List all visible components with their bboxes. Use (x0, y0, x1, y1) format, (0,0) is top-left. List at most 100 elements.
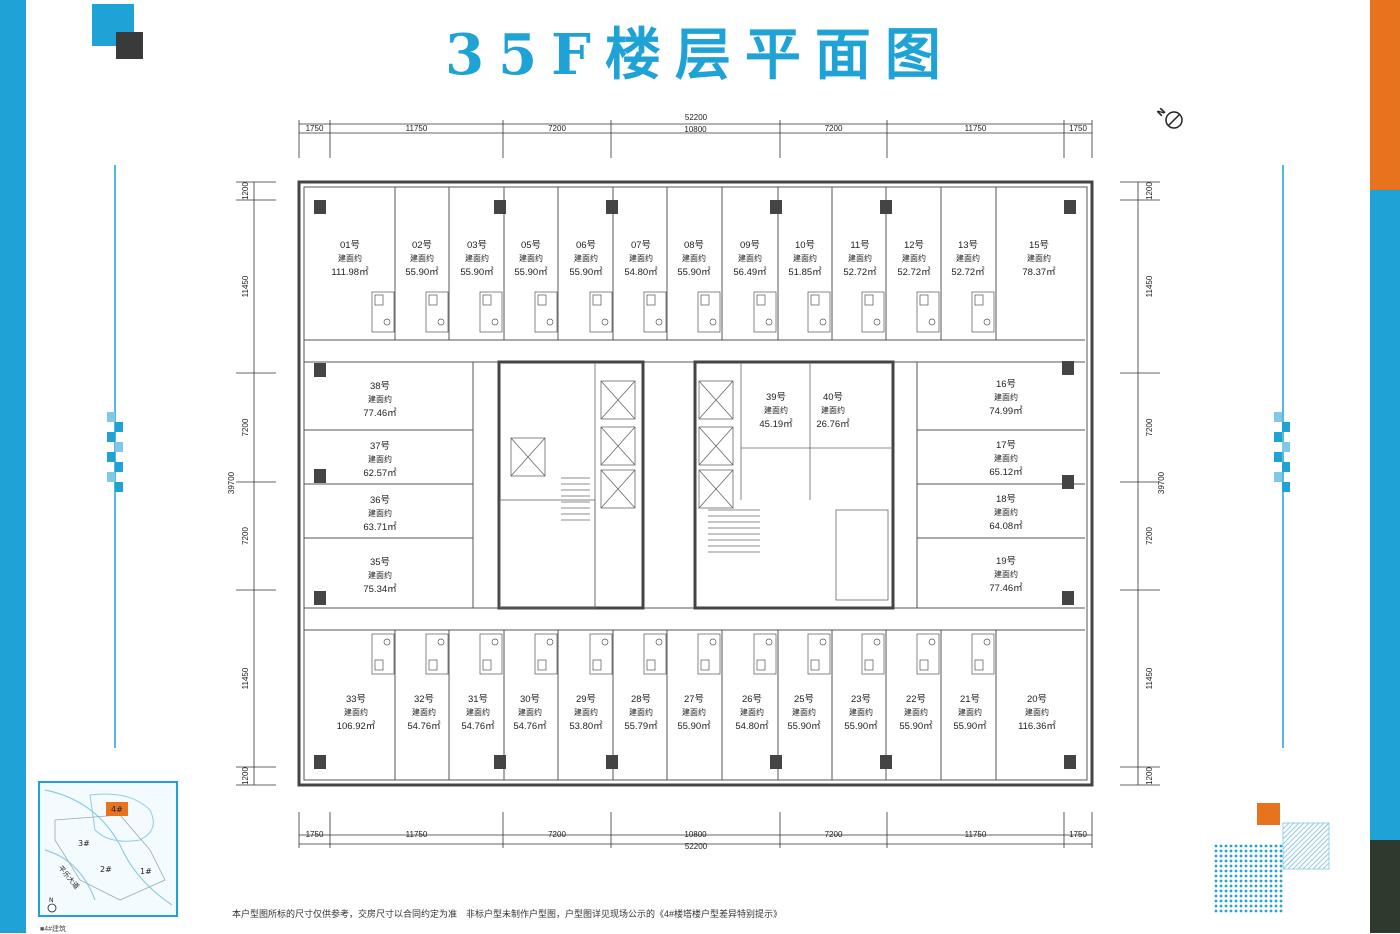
unit-bottom-1-label: 建面约 (412, 707, 436, 717)
unit-bottom-9-no: 23号 (851, 694, 871, 705)
unit-top-2-no: 03号 (467, 240, 487, 251)
top-dark-square (116, 32, 143, 59)
dim-right-4: 11450 (1145, 667, 1154, 689)
unit-top-8-no: 10号 (795, 240, 815, 251)
unit-bottom-8-label: 建面约 (792, 707, 816, 717)
unit-bottom-8-no: 25号 (794, 694, 814, 705)
dim-right-2: 7200 (1145, 418, 1154, 436)
unit-bottom-2-label: 建面约 (466, 707, 490, 717)
dimension-labels: 1750175011750117507200720010800108007200… (227, 113, 1166, 851)
dim-left-2: 7200 (241, 418, 250, 436)
unit-left-1-label: 建面约 (368, 454, 392, 464)
dim-bottom-1: 11750 (406, 830, 428, 839)
dim-bottom-5: 11750 (965, 830, 987, 839)
dim-left-5: 1200 (241, 767, 250, 785)
unit-core-1-label: 建面约 (821, 405, 845, 415)
dim-bottom-2: 7200 (548, 830, 566, 839)
dim-right-total: 39700 (1157, 471, 1166, 494)
unit-top-12-area: 78.37㎡ (1022, 267, 1056, 278)
dim-bottom-0: 1750 (306, 830, 324, 839)
unit-core-1-area: 26.76㎡ (816, 419, 850, 430)
unit-bottom-3-label: 建面约 (518, 707, 542, 717)
unit-top-3-area: 55.90㎡ (514, 267, 548, 278)
unit-bottom-9-area: 55.90㎡ (844, 721, 878, 732)
unit-top-5-label: 建面约 (629, 253, 653, 263)
dim-bottom-6: 1750 (1069, 830, 1087, 839)
unit-top-10-area: 52.72㎡ (897, 267, 931, 278)
unit-top-0-area: 111.98㎡ (331, 267, 369, 278)
unit-top-6-no: 08号 (684, 240, 704, 251)
unit-right-2-no: 18号 (996, 494, 1016, 505)
unit-bottom-11-area: 55.90㎡ (953, 721, 987, 732)
unit-right-0-no: 16号 (996, 379, 1016, 390)
dim-right-0: 1200 (1145, 182, 1154, 200)
unit-right-2-label: 建面约 (994, 507, 1018, 517)
right-orange-bar (1370, 0, 1400, 190)
unit-bottom-5-label: 建面约 (629, 707, 653, 717)
keyplan-2-label: 2# (100, 865, 112, 874)
unit-top-1-area: 55.90㎡ (405, 267, 439, 278)
bottom-hatch-square (1282, 822, 1330, 870)
unit-bottom-0-no: 33号 (346, 694, 366, 705)
unit-right-2-area: 64.08㎡ (989, 521, 1023, 532)
unit-top-9-area: 52.72㎡ (843, 267, 877, 278)
unit-bottom-2-area: 54.76㎡ (461, 721, 495, 732)
unit-top-1-no: 02号 (412, 240, 432, 251)
unit-left-2-no: 36号 (370, 495, 390, 506)
building (297, 180, 1094, 787)
north-arrow: N (1156, 107, 1183, 129)
unit-bottom-4-label: 建面约 (574, 707, 598, 717)
unit-bottom-12-label: 建面约 (1025, 707, 1049, 717)
unit-right-1-label: 建面约 (994, 453, 1018, 463)
unit-right-1-no: 17号 (996, 440, 1016, 451)
dim-right-5: 1200 (1145, 767, 1154, 785)
unit-left-0-area: 77.46㎡ (363, 408, 397, 419)
dim-top-2: 7200 (548, 124, 566, 133)
right-blue-bar (1370, 190, 1400, 840)
unit-bottom-1-area: 54.76㎡ (407, 721, 441, 732)
unit-top-12-no: 15号 (1029, 240, 1049, 251)
keyplan-north: N (49, 897, 54, 904)
unit-bottom-11-label: 建面约 (958, 707, 982, 717)
unit-top-2-area: 55.90㎡ (460, 267, 494, 278)
unit-bottom-0-area: 106.92㎡ (337, 721, 376, 732)
core-right (693, 360, 895, 610)
unit-bottom-10-label: 建面约 (904, 707, 928, 717)
unit-left-2-label: 建面约 (368, 508, 392, 518)
unit-bottom-7-label: 建面约 (740, 707, 764, 717)
unit-right-1-area: 65.12㎡ (989, 467, 1023, 478)
dim-top-4: 7200 (825, 124, 843, 133)
dim-top-3: 10800 (684, 125, 707, 134)
dim-left-0: 1200 (241, 182, 250, 200)
unit-bottom-12-no: 20号 (1027, 694, 1047, 705)
unit-bottom-11-no: 21号 (960, 694, 980, 705)
bottom-orange-square (1257, 803, 1280, 825)
page-title: 35F楼层平面图 (445, 22, 955, 88)
unit-bottom-7-area: 54.80㎡ (735, 721, 769, 732)
unit-bottom-4-no: 29号 (576, 694, 596, 705)
dim-left-1: 11450 (241, 275, 250, 297)
unit-right-0-label: 建面约 (994, 392, 1018, 402)
dim-bottom-4: 7200 (825, 830, 843, 839)
dim-top-1: 11750 (406, 124, 428, 133)
unit-left-0-label: 建面约 (368, 394, 392, 404)
unit-top-7-no: 09号 (740, 240, 760, 251)
